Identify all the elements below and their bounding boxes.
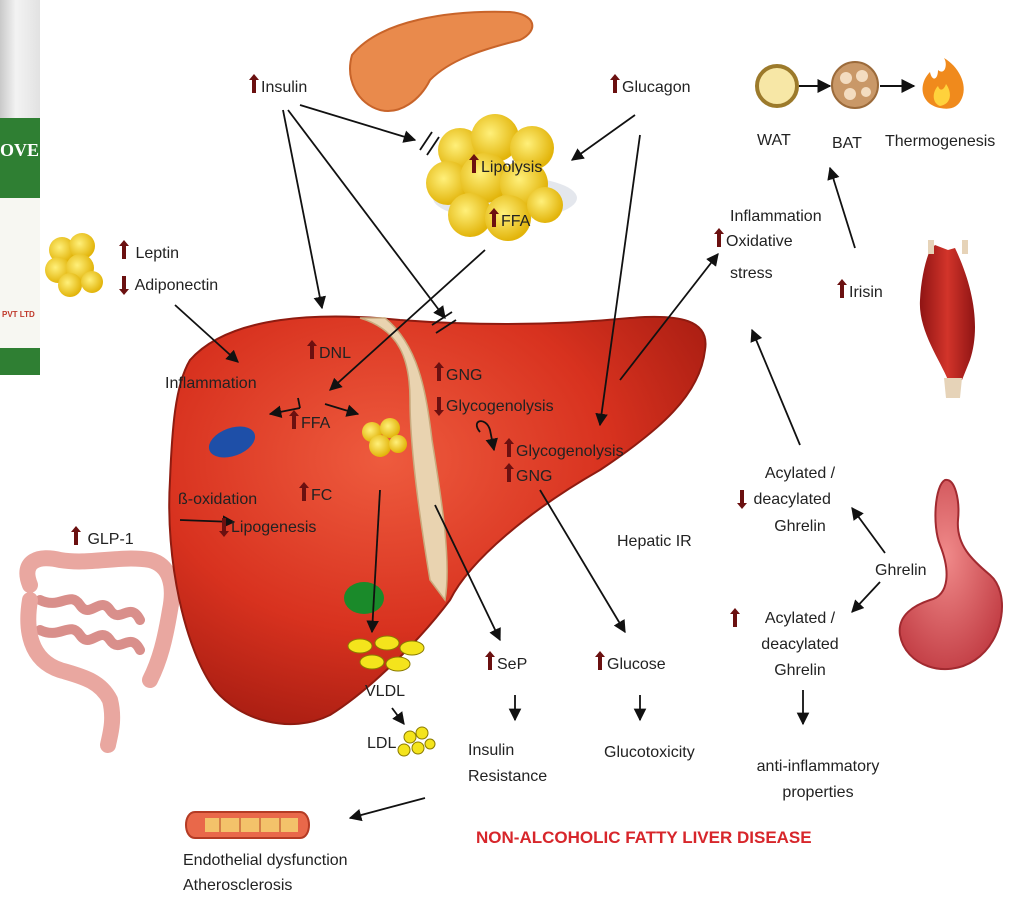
increase-arrow-icon (488, 655, 492, 670)
bat-cell-image (832, 62, 878, 108)
b-oxidation-label: ß-oxidation (178, 491, 257, 509)
leptin-label: Leptin (122, 244, 179, 263)
lipolysis-label: Lipolysis (472, 158, 542, 177)
increase-arrow-icon (310, 344, 314, 359)
hepatic-ir-label: Hepatic IR (617, 533, 692, 551)
acylated-bottom-line2: deacylated (761, 636, 838, 654)
acylated-bottom-line1: Acylated / (765, 610, 835, 628)
glycogenolysis-top-label: Glycogenolysis (437, 397, 554, 416)
insulin-resistance-line2: Resistance (468, 768, 547, 786)
fc-label: FC (302, 486, 332, 505)
endothelial-line1: Endothelial dysfunction (183, 852, 348, 870)
bat-label: BAT (832, 135, 862, 153)
increase-arrow-icon (437, 366, 441, 381)
glucotoxicity-label: Glucotoxicity (604, 744, 695, 762)
acylated-bottom-line3: Ghrelin (774, 662, 826, 680)
gallbladder-image (344, 582, 384, 614)
glucagon-label: Glucagon (613, 78, 691, 97)
glp1-label: GLP-1 (74, 530, 134, 549)
increase-arrow-icon (252, 78, 256, 93)
increase-arrow-icon (292, 414, 296, 429)
inflammation-stress-line1: Inflammation (730, 208, 822, 226)
muscle-image (920, 240, 975, 398)
lipogenesis-label: Lipogenesis (222, 518, 316, 537)
pancreas-image (350, 12, 532, 111)
artery-image (186, 812, 309, 838)
anti-inflammatory-line1: anti-inflammatory (757, 758, 880, 776)
ghrelin-label: Ghrelin (875, 562, 927, 580)
increase-arrow-icon (507, 442, 511, 457)
ldl-particles (398, 727, 435, 756)
increase-arrow-icon (472, 158, 476, 173)
ffa-liver-label: FFA (292, 414, 330, 433)
increase-arrow-icon (507, 467, 511, 482)
increase-arrow-icon (74, 530, 78, 545)
glycogenolysis-mid-label: Glycogenolysis (507, 442, 624, 461)
increase-arrow-icon (302, 486, 306, 501)
increase-arrow-icon (492, 212, 496, 227)
inflammation-stress-line3: stress (730, 265, 773, 283)
increase-arrow-icon (717, 232, 721, 247)
wat-label: WAT (757, 132, 791, 150)
decrease-arrow-icon (740, 490, 744, 505)
decrease-arrow-icon (222, 518, 226, 533)
gng-top-label: GNG (437, 366, 482, 385)
decrease-arrow-icon (122, 276, 126, 291)
acylated-top-line3: Ghrelin (774, 518, 826, 536)
sep-label: SeP (488, 655, 527, 674)
increase-arrow-icon (598, 655, 602, 670)
acylated-bottom-arrow (733, 612, 742, 631)
increase-arrow-icon (613, 78, 617, 93)
insulin-resistance-line1: Insulin (468, 742, 514, 760)
anti-inflammatory-line2: properties (782, 784, 853, 802)
inflammation-stress-line2: Oxidative (717, 232, 793, 251)
diagram-title: NON-ALCOHOLIC FATTY LIVER DISEASE (476, 828, 812, 848)
adiponectin-label: Adiponectin (122, 276, 218, 295)
acylated-top-line2: deacylated (740, 490, 831, 509)
increase-arrow-icon (733, 612, 737, 627)
inflammation-liver-label: Inflammation (165, 375, 257, 393)
glucose-label: Glucose (598, 655, 666, 674)
acylated-top-line1: Acylated / (765, 465, 835, 483)
wat-cell-image (757, 66, 797, 106)
irisin-label: Irisin (840, 283, 883, 302)
thermogenesis-label: Thermogenesis (885, 133, 995, 151)
decrease-arrow-icon (437, 397, 441, 412)
endothelial-line2: Atherosclerosis (183, 877, 292, 895)
intestine-image (27, 558, 171, 745)
gng-mid-label: GNG (507, 467, 552, 486)
ldl-label: LDL (367, 735, 396, 753)
dnl-label: DNL (310, 344, 351, 363)
vldl-label: VLDL (365, 683, 405, 701)
insulin-label: Insulin (252, 78, 307, 97)
increase-arrow-icon (840, 283, 844, 298)
increase-arrow-icon (122, 244, 126, 259)
adipocyte-left-image (45, 233, 103, 297)
ffa-top-label: FFA (492, 212, 530, 231)
